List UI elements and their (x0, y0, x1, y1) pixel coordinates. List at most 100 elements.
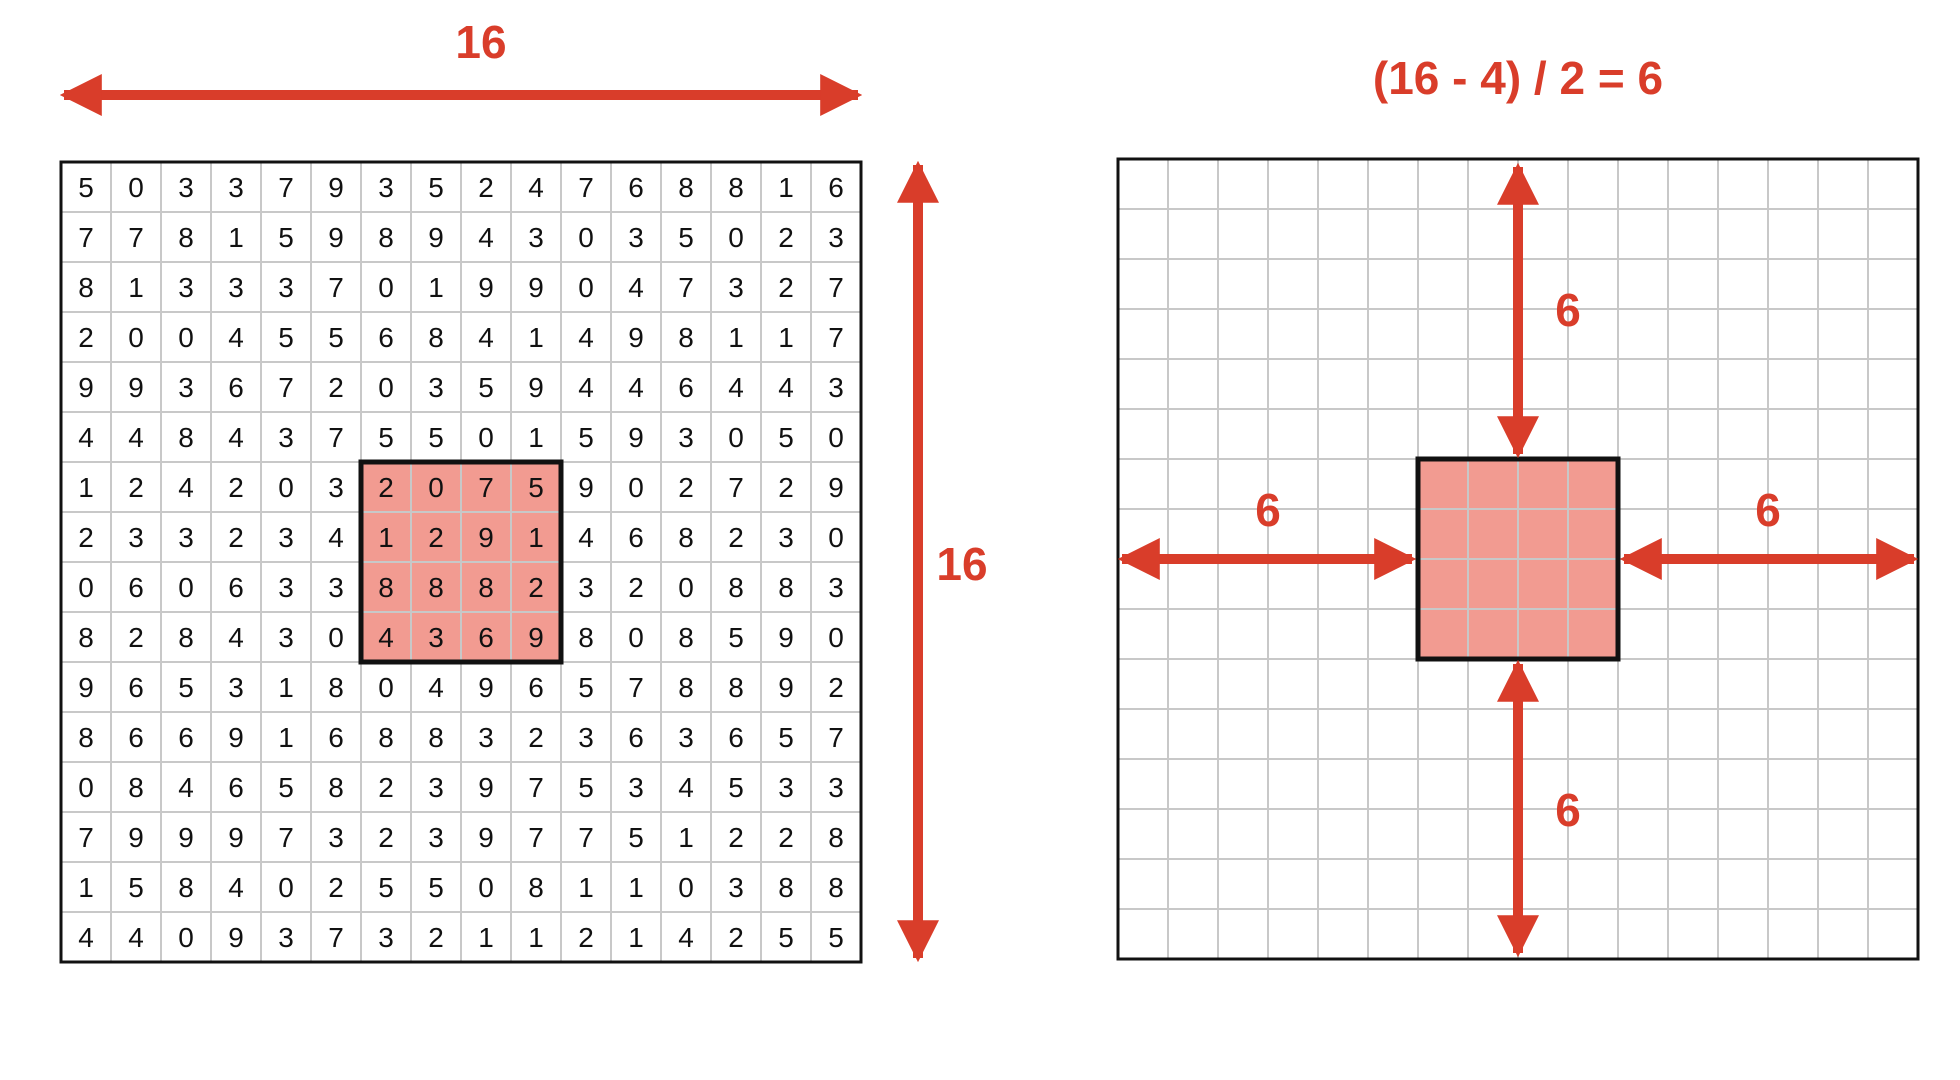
grid-cell-value: 1 (278, 722, 294, 753)
grid-cell-value: 2 (728, 522, 744, 553)
grid-cell-value: 0 (478, 422, 494, 453)
grid-cell-value: 1 (628, 872, 644, 903)
grid-cell-value: 5 (628, 822, 644, 853)
grid-cell-value: 6 (628, 172, 644, 203)
grid-cell-value: 2 (428, 922, 444, 953)
grid-cell-value: 7 (78, 822, 94, 853)
grid-cell-value: 0 (128, 172, 144, 203)
grid-cell-value: 4 (228, 322, 244, 353)
grid-cell-value: 3 (828, 772, 844, 803)
grid-cell-value: 8 (678, 672, 694, 703)
grid-cell-value: 9 (78, 672, 94, 703)
grid-cell-value: 3 (278, 522, 294, 553)
grid-cell-value: 8 (378, 572, 394, 603)
grid-cell-value: 0 (278, 872, 294, 903)
highlight-border (358, 459, 564, 665)
grid-cell-value: 3 (778, 772, 794, 803)
grid-cell-value: 7 (578, 822, 594, 853)
grid-cell-value: 7 (278, 172, 294, 203)
grid-cell-value: 5 (278, 772, 294, 803)
grid-cell-value: 9 (128, 372, 144, 403)
grid-cell-value: 9 (478, 522, 494, 553)
grid-cell-value: 6 (128, 572, 144, 603)
grid-cell-value: 7 (328, 922, 344, 953)
grid-cell-value: 0 (478, 872, 494, 903)
grid-cell-value: 0 (378, 272, 394, 303)
grid-cell-value: 2 (728, 822, 744, 853)
grid-cell-value: 8 (678, 522, 694, 553)
grid-cell-value: 4 (178, 472, 194, 503)
grid-cell-value: 8 (678, 322, 694, 353)
grid-cell-value: 2 (228, 522, 244, 553)
grid-cell-value: 5 (78, 172, 94, 203)
grid-cell-value: 8 (428, 322, 444, 353)
margin-left-label: 6 (1255, 484, 1281, 536)
grid-cell-value: 0 (78, 572, 94, 603)
grid-cell-value: 2 (728, 922, 744, 953)
grid-cell-value: 8 (828, 872, 844, 903)
grid-cell-value: 9 (328, 222, 344, 253)
grid-cell-value: 7 (828, 722, 844, 753)
grid-cell-value: 3 (728, 272, 744, 303)
grid-cell-value: 0 (678, 572, 694, 603)
grid-cell-value: 2 (228, 472, 244, 503)
grid-cell-value: 8 (778, 572, 794, 603)
grid-cell-value: 9 (478, 772, 494, 803)
grid-cell-value: 0 (78, 772, 94, 803)
grid-cell-value: 9 (578, 472, 594, 503)
grid-cell-value: 2 (378, 822, 394, 853)
grid-cell-value: 1 (78, 872, 94, 903)
grid-cell-value: 0 (728, 222, 744, 253)
grid-cell-value: 2 (528, 572, 544, 603)
grid-cell-value: 3 (178, 522, 194, 553)
grid-cell-value: 4 (728, 372, 744, 403)
grid-cell-value: 8 (178, 872, 194, 903)
grid-cell-value: 4 (528, 172, 544, 203)
grid-cell-value: 0 (278, 472, 294, 503)
grid-cell-value: 7 (578, 172, 594, 203)
grid-cell-value: 8 (478, 572, 494, 603)
grid-cell-value: 0 (628, 622, 644, 653)
grid-cell-value: 6 (228, 572, 244, 603)
grid-cell-value: 7 (478, 472, 494, 503)
grid-cell-value: 2 (628, 572, 644, 603)
grid-cell-value: 5 (428, 872, 444, 903)
grid-cell-value: 5 (378, 422, 394, 453)
grid-cell-value: 1 (528, 322, 544, 353)
grid-cell-value: 1 (428, 272, 444, 303)
grid-cell-value: 4 (578, 372, 594, 403)
grid-cell-value: 0 (178, 922, 194, 953)
grid-cell-value: 2 (478, 172, 494, 203)
grid-cell-value: 0 (178, 572, 194, 603)
grid-cell-value: 3 (328, 472, 344, 503)
grid-cell-value: 6 (628, 722, 644, 753)
grid-cell-value: 9 (228, 822, 244, 853)
grid-cell-value: 2 (428, 522, 444, 553)
grid-cell-value: 3 (228, 172, 244, 203)
grid-cell-value: 3 (278, 622, 294, 653)
grid-cell-value: 3 (278, 272, 294, 303)
grid-cell-value: 3 (428, 772, 444, 803)
grid-cell-value: 4 (128, 922, 144, 953)
grid-cell-value: 2 (328, 372, 344, 403)
grid-cell-value: 0 (828, 622, 844, 653)
grid-cell-value: 8 (378, 222, 394, 253)
grid-cell-value: 1 (478, 922, 494, 953)
grid-cell-value: 6 (628, 522, 644, 553)
grid-cell-value: 1 (528, 422, 544, 453)
grid-cell-value: 1 (278, 672, 294, 703)
grid-cell-value: 8 (528, 872, 544, 903)
grid-cell-value: 4 (228, 622, 244, 653)
grid-cell-value: 9 (328, 172, 344, 203)
grid-cell-value: 8 (178, 622, 194, 653)
grid-cell-value: 7 (728, 472, 744, 503)
grid-cell-value: 3 (278, 422, 294, 453)
right-panel: (16 - 4) / 2 = 6 6 6 6 6 (1116, 52, 1920, 961)
grid-cell-value: 3 (428, 372, 444, 403)
grid-cell-value: 4 (78, 422, 94, 453)
margin-right-label: 6 (1755, 484, 1781, 536)
grid-cell-value: 5 (528, 472, 544, 503)
grid-cell-value: 1 (778, 172, 794, 203)
grid-cell-value: 3 (678, 422, 694, 453)
grid-cell-value: 6 (728, 722, 744, 753)
